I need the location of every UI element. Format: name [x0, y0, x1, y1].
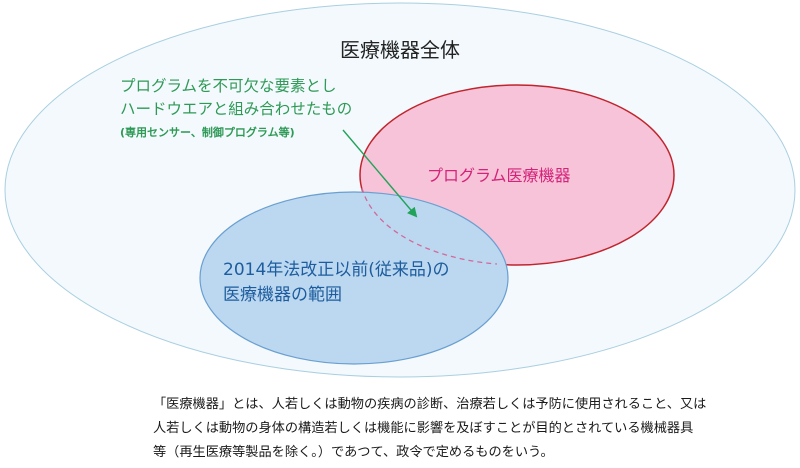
program-set-label: プログラム医療機器: [427, 166, 571, 185]
annotation-line-1: プログラムを不可欠な要素とし: [120, 77, 337, 95]
legacy-set-ellipse: [199, 191, 509, 365]
diagram-title: 医療機器全体: [340, 38, 460, 62]
legacy-set-label-line-1: 2014年法改正以前(従来品)の: [223, 260, 450, 280]
caption-line-1: 「医療機器」とは、人若しくは動物の疾病の診断、治療若しくは予防に使用されること、…: [153, 397, 707, 412]
caption-line-2: 人若しくは動物の身体の構造若しくは機能に影響を及ぼすことが目的とされている機械器…: [153, 421, 694, 436]
dashed-boundary-line: [361, 187, 498, 265]
annotation-arrow: [342, 129, 418, 218]
annotation-line-2: ハードウエアと組み合わせたもの: [120, 100, 353, 118]
annotation-line-3: (専用センサー、制御プログラム等): [120, 126, 295, 139]
caption-line-3: 等（再生医療等製品を除く。）であつて、政令で定めるものをいう。: [153, 445, 554, 460]
legacy-set-label-line-2: 医療機器の範囲: [223, 285, 342, 305]
